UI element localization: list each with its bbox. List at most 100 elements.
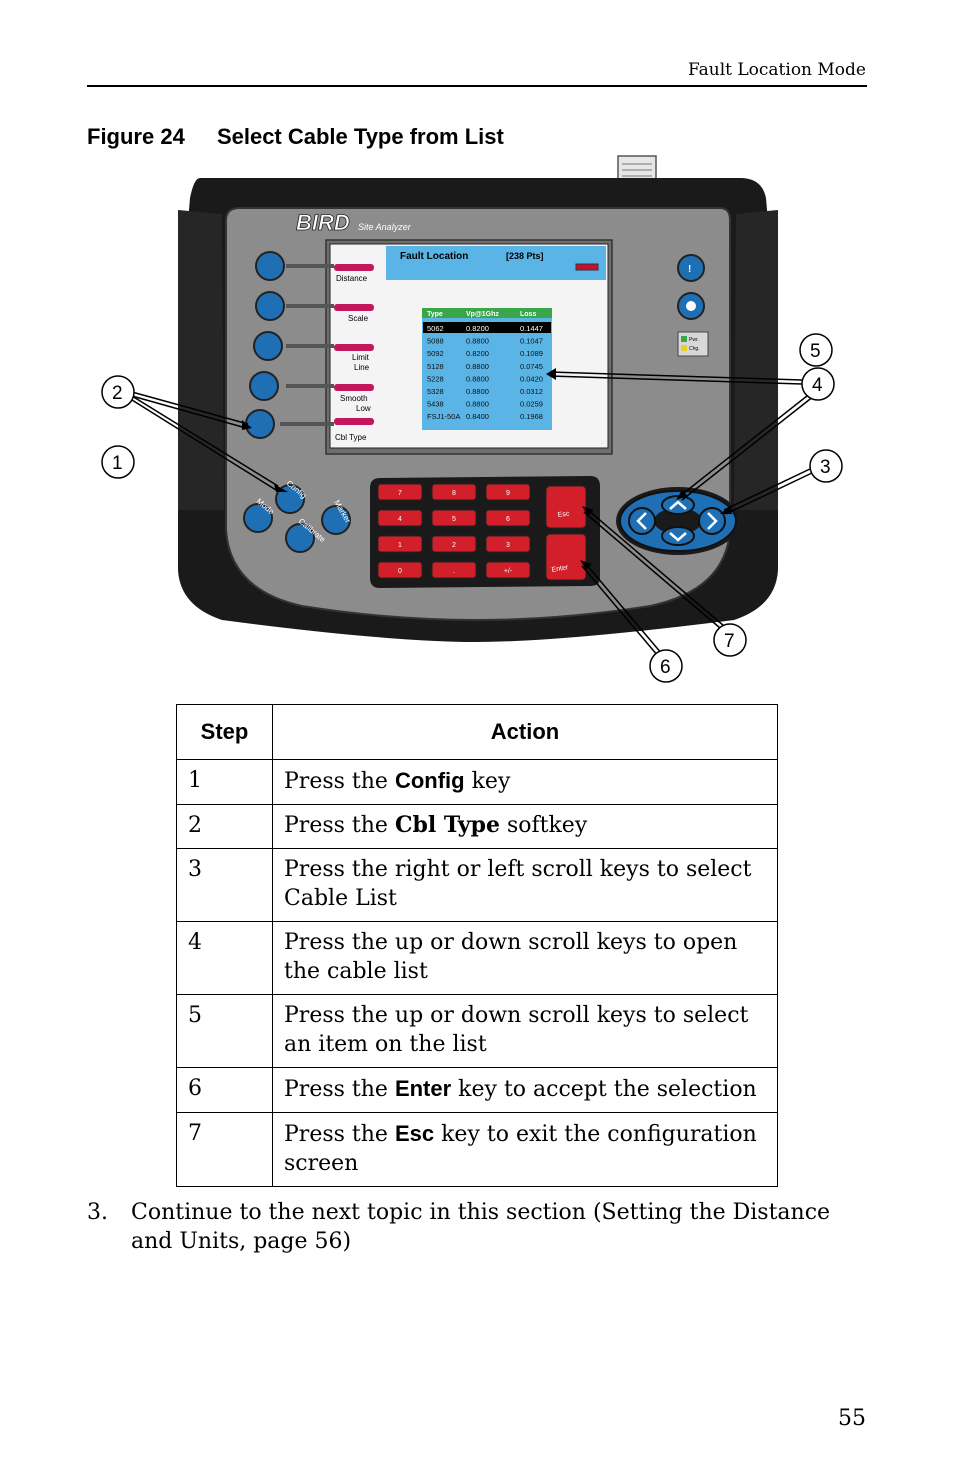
callout-5 [799,333,833,367]
softkey-3-button[interactable] [253,331,283,361]
step-action: Press the Config key [272,759,778,805]
esc-key-label: Esc [557,510,570,519]
page-number: 55 [838,1406,866,1431]
table-row: 2 Press the Cbl Type softkey [176,804,778,849]
step-column-header: Step [176,704,273,760]
action-text: Press the [284,1077,395,1102]
screen-title-bar [386,246,606,280]
softkey-buttons [245,251,334,439]
screen-title: Fault Location [400,251,468,262]
scroll-left-key[interactable] [628,507,656,535]
cable-cell: 0.0745 [520,362,543,371]
softkey-label-smooth: Smooth [340,394,368,403]
action-keyword: Esc [394,1121,435,1146]
chg-label: Chg. [689,346,700,352]
step-number: 5 [176,994,273,1068]
action-text: Press the [284,1122,395,1147]
keypad-key-label: 9 [506,490,510,497]
contrast-icon [686,301,696,311]
keypad-key[interactable] [377,483,423,501]
keypad-key[interactable] [485,509,531,527]
keypad-panel [370,476,600,588]
cable-header-vp: Vp@1Ghz [466,311,499,318]
softkey-1-button[interactable] [255,251,285,281]
action-text: Press the [284,813,395,838]
power-icon: ! [688,264,691,275]
softkey-label-scale: Scale [348,314,369,323]
step-action: Press the up or down scroll keys to sele… [272,994,778,1068]
action-column-header: Action [272,704,778,760]
cable-cell: 0.0420 [520,374,543,383]
action-keyword: Config [394,768,465,793]
step-number: 1 [176,759,273,805]
scroll-down-key[interactable] [661,526,695,546]
step-action: Press the up or down scroll keys to open… [272,921,778,995]
mode-key[interactable] [243,503,273,533]
table-row: 7 Press the Esc key to exit the configur… [176,1112,778,1187]
pwr-label: Pwr. [689,337,699,343]
callout-3-label: 3 [820,457,831,478]
keypad-key[interactable] [431,509,477,527]
callout-2 [101,375,135,409]
esc-key[interactable] [545,485,587,529]
step-number: 4 [176,921,273,995]
step-action: Press the right or left scroll keys to s… [272,848,778,922]
keypad-key-label: 3 [506,542,510,549]
keypad-key-label: . [453,568,455,575]
keypad-key[interactable] [377,509,423,527]
marker-key[interactable] [321,505,351,535]
cable-cell-selected: 0.8200 [466,324,489,333]
running-header: Fault Location Mode [687,60,866,80]
action-text: softkey [499,813,588,838]
softkey-labels: Distance Scale Limit Line Smooth Low Cbl… [334,264,374,442]
down-arrow-icon [669,532,687,542]
cable-cell: FSJ1-50A [427,412,460,421]
cable-cell: 0.1089 [520,349,543,358]
charge-led [681,345,687,351]
action-text: key to accept the selection [451,1077,757,1102]
figure-number: Figure 24 [87,124,185,149]
keypad-key[interactable] [431,535,477,553]
callout-6-label: 6 [660,657,671,678]
softkey-4-button[interactable] [249,371,279,401]
callout-3 [809,449,843,483]
cable-cell: 5328 [427,387,444,396]
step-action: Press the Enter key to accept the select… [272,1067,778,1113]
table-row: 1 Press the Config key [176,759,778,805]
keypad-key[interactable] [431,483,477,501]
callout-6 [649,649,683,683]
softkey-cbl-type-button[interactable] [245,409,275,439]
keypad-key[interactable] [431,561,477,579]
cable-cell: 5092 [427,349,444,358]
cable-header-type: Type [427,311,443,318]
scroll-up-key[interactable] [661,495,695,515]
cable-cell: 0.8800 [466,362,489,371]
right-arrow-icon [707,512,718,530]
action-text: Press the [284,769,395,794]
keypad-key[interactable] [485,535,531,553]
keypad-key[interactable] [485,561,531,579]
action-text: key [464,769,511,794]
keypad-key[interactable] [377,535,423,553]
softkey-2-button[interactable] [255,291,285,321]
cable-cell: 5438 [427,400,444,409]
callout-arrowheads [242,368,732,570]
scroll-right-key[interactable] [698,507,726,535]
step-number: 2 [176,804,273,849]
callout-5-label: 5 [810,341,821,362]
table-row: 5 Press the up or down scroll keys to se… [176,994,778,1068]
keypad-key-label: +/- [504,568,513,575]
cable-cell: 5088 [427,337,444,346]
keypad-key[interactable] [377,561,423,579]
cable-cell: 0.0259 [520,400,543,409]
calibrate-key[interactable] [285,523,315,553]
softkey-label-limit: Limit [352,353,370,362]
keypad-key[interactable] [485,483,531,501]
callout-1-label: 1 [112,453,123,474]
keypad-key-label: 8 [452,490,456,497]
power-button[interactable] [677,254,705,282]
enter-key[interactable] [545,533,587,581]
direction-pad [616,487,740,555]
steps-table: Step Action 1 Press the Config key 2 Pre… [176,704,778,1187]
